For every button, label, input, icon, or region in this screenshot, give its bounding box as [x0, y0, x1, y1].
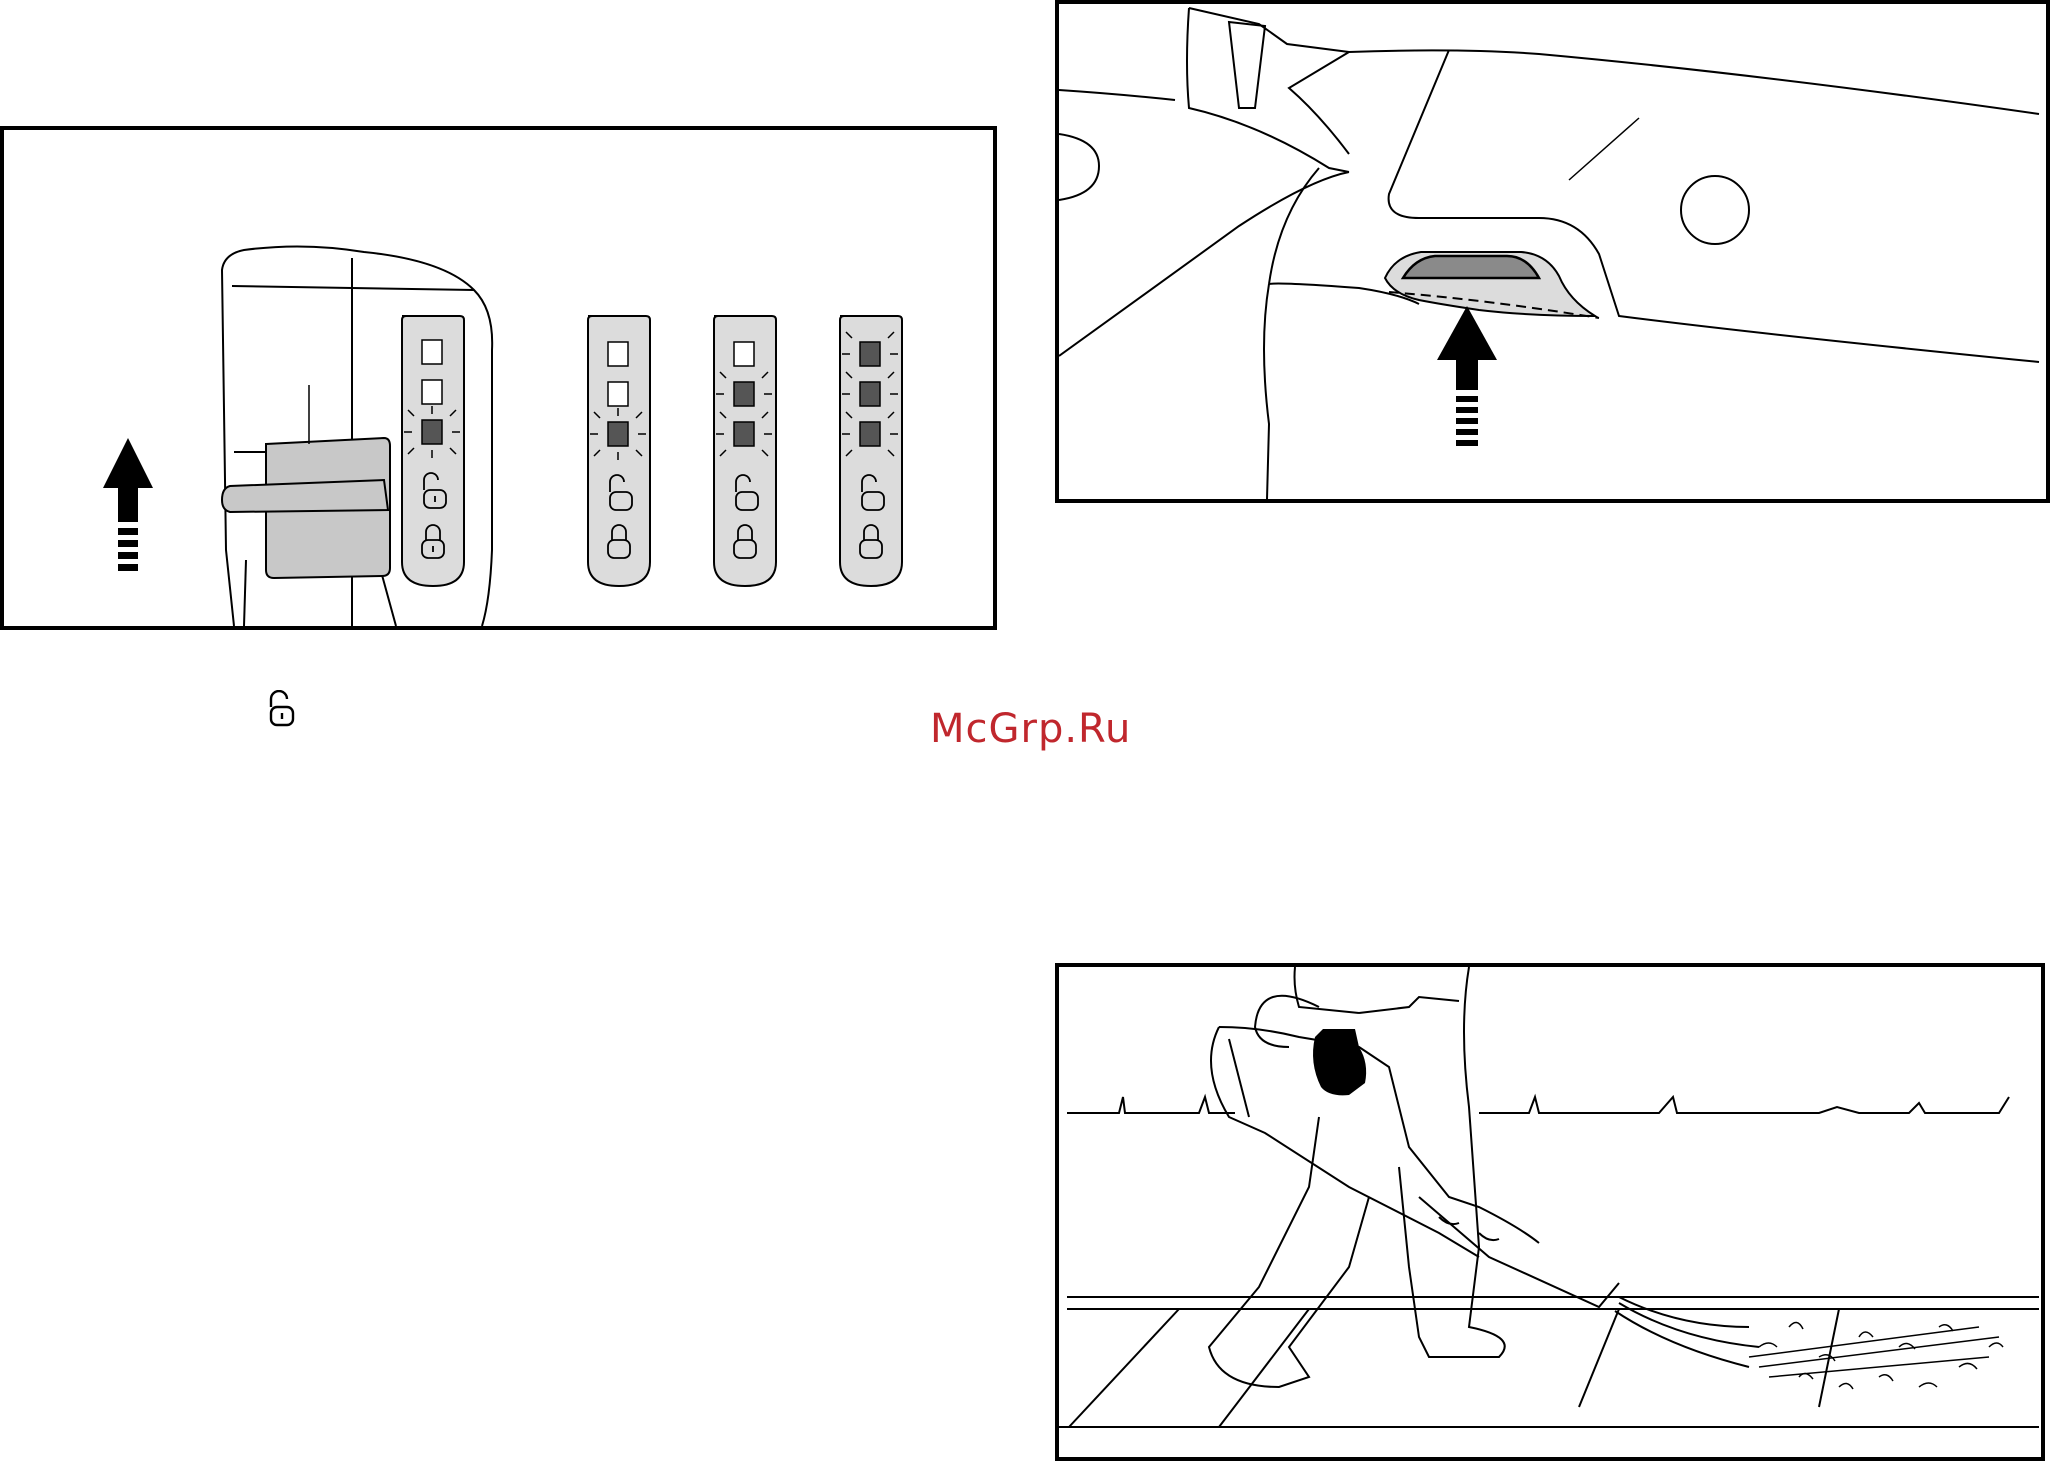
blower-operation-illustration — [1059, 967, 2041, 1457]
battery-latch-illustration — [1059, 4, 2046, 499]
operator — [1209, 967, 1505, 1387]
glove — [1313, 1029, 1366, 1095]
leaf-blower — [1211, 1027, 1759, 1367]
tool-housing — [1059, 8, 2039, 499]
arrow-up-icon — [1437, 306, 1497, 446]
led-state-3 — [840, 316, 902, 586]
watermark: McGrp.Ru — [930, 706, 1131, 752]
battery-latch-figure — [1055, 0, 2050, 503]
arrow-up-icon — [103, 438, 153, 571]
led-indicator-panel — [402, 316, 464, 586]
speed-selector-figure — [0, 126, 997, 630]
speed-slide-switch — [222, 385, 390, 578]
background-scene — [1059, 1097, 2039, 1427]
led-state-2 — [714, 316, 776, 586]
led-state-1 — [588, 316, 650, 586]
padlock-open-icon — [268, 690, 302, 730]
battery-release-latch — [1385, 252, 1599, 318]
speed-selector-illustration — [4, 130, 993, 626]
blown-leaves — [1749, 1322, 2003, 1389]
blower-operation-figure — [1055, 963, 2045, 1461]
